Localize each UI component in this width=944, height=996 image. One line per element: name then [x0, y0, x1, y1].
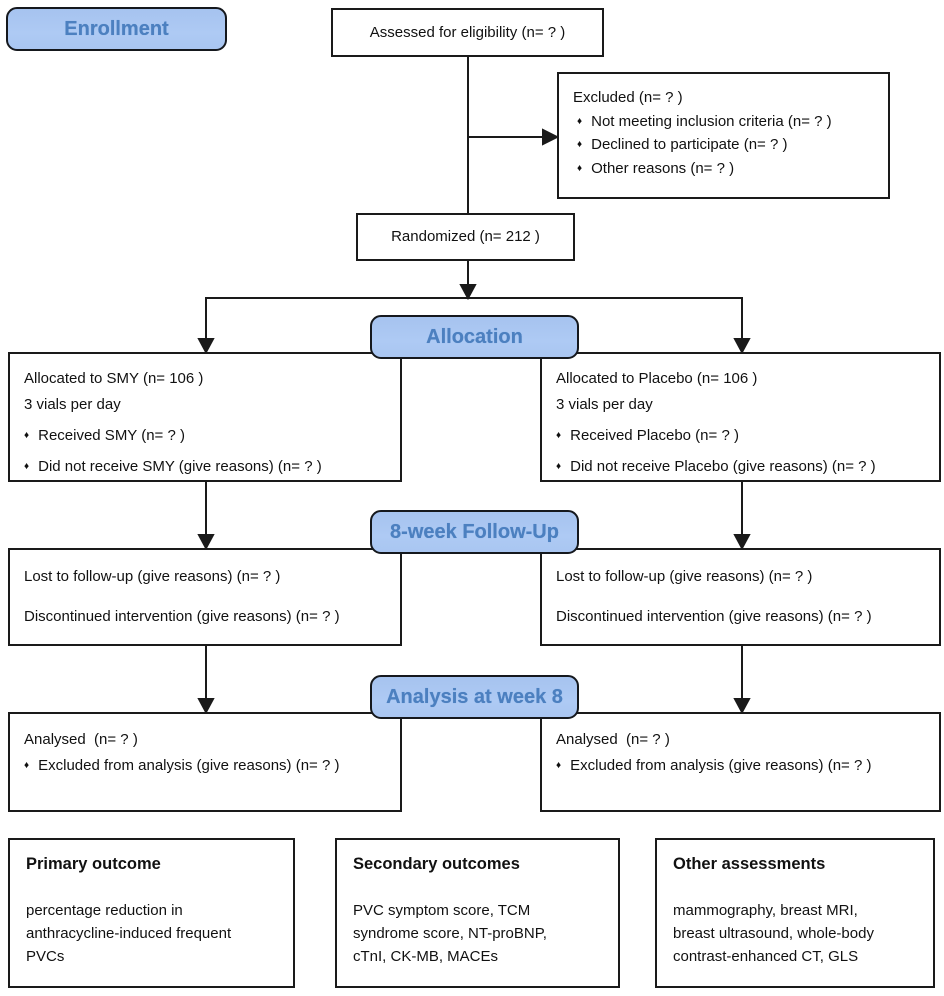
allocation-placebo-item-text: Did not receive Placebo (give reasons) (… — [570, 458, 876, 475]
secondary-outcomes-line: cTnI, CK-MB, MACEs — [353, 948, 499, 965]
diamond-bullet-icon: ♦ — [556, 461, 562, 472]
other-assessments-line: contrast-enhanced CT, GLS — [673, 948, 859, 965]
diamond-bullet-icon: ♦ — [577, 139, 583, 150]
followup-placebo-line2: Discontinued intervention (give reasons)… — [556, 608, 872, 625]
diamond-bullet-icon: ♦ — [577, 115, 583, 127]
allocation-smy-item-text: Did not receive SMY (give reasons) (n= ?… — [38, 458, 322, 475]
secondary-outcomes-box: Secondary outcomes PVC symptom score, TC… — [335, 838, 620, 988]
secondary-outcomes-title: Secondary outcomes — [353, 855, 520, 873]
allocation-smy-item: ♦ Did not receive SMY (give reasons) (n= … — [24, 454, 386, 480]
allocation-placebo-box: Allocated to Placebo (n= 106 ) 3 vials p… — [540, 352, 941, 482]
secondary-outcomes-line: PVC symptom score, TCM — [353, 902, 531, 919]
excluded-item: ♦ Declined to participate (n= ? ) — [573, 133, 874, 157]
arrowhead-excluded — [542, 128, 560, 146]
excluded-item-text: Not meeting inclusion criteria (n= ? ) — [591, 112, 832, 130]
excluded-item: ♦ Other reasons (n= ? ) — [573, 157, 874, 181]
primary-outcome-line: percentage reduction in — [26, 902, 183, 919]
stage-allocation: Allocation — [370, 315, 579, 359]
arrowhead-analysis-left — [197, 698, 215, 715]
excluded-title: Excluded (n= ? ) — [573, 89, 683, 106]
analysis-placebo-item-text: Excluded from analysis (give reasons) (n… — [570, 757, 872, 774]
arrowhead-followup-left — [197, 534, 215, 551]
analysis-placebo-item: ♦ Excluded from analysis (give reasons) (… — [556, 753, 925, 779]
stage-followup-label: 8-week Follow-Up — [390, 520, 559, 543]
excluded-item: ♦ Not meeting inclusion criteria (n= ? ) — [573, 110, 874, 134]
stage-followup: 8-week Follow-Up — [370, 510, 579, 554]
arrowhead-split — [459, 284, 477, 301]
diamond-bullet-icon: ♦ — [24, 461, 30, 472]
analysis-placebo-line1: Analysed (n= ? ) — [556, 731, 670, 748]
analysis-smy-item-text: Excluded from analysis (give reasons) (n… — [38, 757, 340, 774]
analysis-smy-box: Analysed (n= ? ) ♦ Excluded from analysis… — [8, 712, 402, 812]
analysis-smy-item: ♦ Excluded from analysis (give reasons) (… — [24, 753, 386, 779]
diamond-bullet-icon: ♦ — [556, 760, 562, 771]
secondary-outcomes-line: syndrome score, NT-proBNP, — [353, 925, 547, 942]
diamond-bullet-icon: ♦ — [577, 162, 583, 174]
allocation-smy-item: ♦ Received SMY (n= ? ) — [24, 423, 386, 449]
primary-outcome-line: PVCs — [26, 948, 65, 965]
other-assessments-title: Other assessments — [673, 855, 826, 873]
excluded-item-text: Other reasons (n= ? ) — [591, 159, 735, 177]
followup-smy-line2: Discontinued intervention (give reasons)… — [24, 608, 340, 625]
excluded-item-text: Declined to participate (n= ? ) — [591, 136, 788, 153]
allocation-smy-item-text: Received SMY (n= ? ) — [38, 427, 185, 444]
allocation-placebo-item-text: Received Placebo (n= ? ) — [570, 427, 739, 444]
other-assessments-line: breast ultrasound, whole-body — [673, 925, 874, 942]
arrowhead-alloc-left — [197, 338, 215, 355]
allocation-smy-line1: Allocated to SMY (n= 106 ) — [24, 370, 204, 387]
analysis-placebo-box: Analysed (n= ? ) ♦ Excluded from analysis… — [540, 712, 941, 812]
primary-outcome-line: anthracycline-induced frequent — [26, 925, 232, 942]
stage-analysis-label: Analysis at week 8 — [386, 685, 563, 708]
diamond-bullet-icon: ♦ — [24, 430, 30, 441]
followup-placebo-line1: Lost to follow-up (give reasons) (n= ? ) — [556, 568, 813, 585]
arrowhead-followup-right — [733, 534, 751, 551]
arrowhead-analysis-right — [733, 698, 751, 715]
randomized-box: Randomized (n= 212 ) — [356, 213, 575, 261]
diamond-bullet-icon: ♦ — [24, 760, 30, 771]
stage-analysis: Analysis at week 8 — [370, 675, 579, 719]
allocation-placebo-item: ♦ Received Placebo (n= ? ) — [556, 423, 925, 449]
other-assessments-line: mammography, breast MRI, — [673, 902, 858, 919]
followup-placebo-box: Lost to follow-up (give reasons) (n= ? )… — [540, 548, 941, 646]
allocation-placebo-line1: Allocated to Placebo (n= 106 ) — [556, 370, 758, 387]
primary-outcome-box: Primary outcome percentage reduction in … — [8, 838, 295, 988]
diamond-bullet-icon: ♦ — [556, 430, 562, 441]
followup-smy-line1: Lost to follow-up (give reasons) (n= ? ) — [24, 568, 281, 585]
allocation-smy-line2: 3 vials per day — [24, 396, 121, 413]
allocation-smy-box: Allocated to SMY (n= 106 ) 3 vials per d… — [8, 352, 402, 482]
stage-enrollment: Enrollment — [6, 7, 227, 51]
analysis-smy-line1: Analysed (n= ? ) — [24, 731, 138, 748]
excluded-box: Excluded (n= ? ) ♦ Not meeting inclusion … — [557, 72, 890, 199]
randomized-label: Randomized (n= 212 ) — [391, 228, 540, 245]
allocation-placebo-item: ♦ Did not receive Placebo (give reasons) … — [556, 454, 925, 480]
stage-allocation-label: Allocation — [426, 325, 523, 348]
followup-smy-box: Lost to follow-up (give reasons) (n= ? )… — [8, 548, 402, 646]
other-assessments-box: Other assessments mammography, breast MR… — [655, 838, 935, 988]
assessed-eligibility-box: Assessed for eligibility (n= ? ) — [331, 8, 604, 57]
arrowhead-alloc-right — [733, 338, 751, 355]
stage-enrollment-label: Enrollment — [64, 17, 169, 40]
primary-outcome-title: Primary outcome — [26, 855, 161, 873]
assessed-eligibility-label: Assessed for eligibility (n= ? ) — [369, 23, 566, 41]
allocation-placebo-line2: 3 vials per day — [556, 396, 653, 413]
